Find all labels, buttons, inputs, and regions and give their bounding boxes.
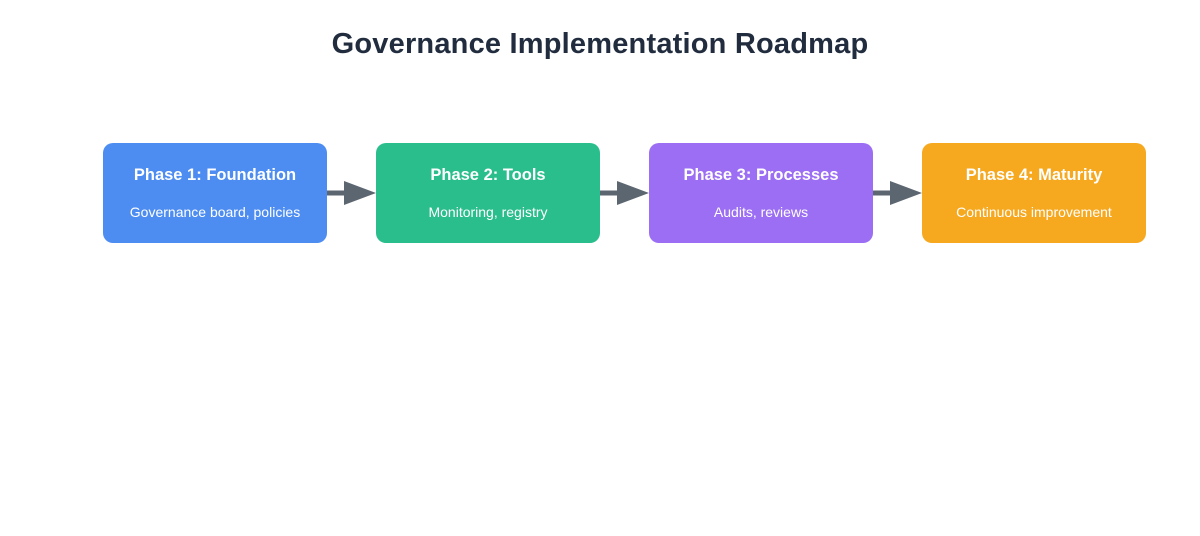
phase-title: Phase 2: Tools [430,165,546,184]
phase-description: Continuous improvement [956,203,1112,220]
page-title: Governance Implementation Roadmap [331,28,869,60]
phase-box-tools: Phase 2: Tools Monitoring, registry [376,143,600,243]
phase-title: Phase 4: Maturity [965,165,1103,184]
roadmap-flow: Phase 1: Foundation Governance board, po… [103,143,1146,243]
phase-box-maturity: Phase 4: Maturity Continuous improvement [922,143,1146,243]
phase-box-processes: Phase 3: Processes Audits, reviews [649,143,873,243]
phase-box-foundation: Phase 1: Foundation Governance board, po… [103,143,327,243]
phase-title: Phase 3: Processes [683,165,839,184]
arrow-right-icon [327,181,376,205]
phase-description: Governance board, policies [129,203,301,220]
phase-description: Monitoring, registry [428,203,548,220]
phase-title: Phase 1: Foundation [133,165,297,184]
arrow-right-icon [873,181,922,205]
arrow-right-icon [600,181,649,205]
phase-description: Audits, reviews [713,203,809,220]
